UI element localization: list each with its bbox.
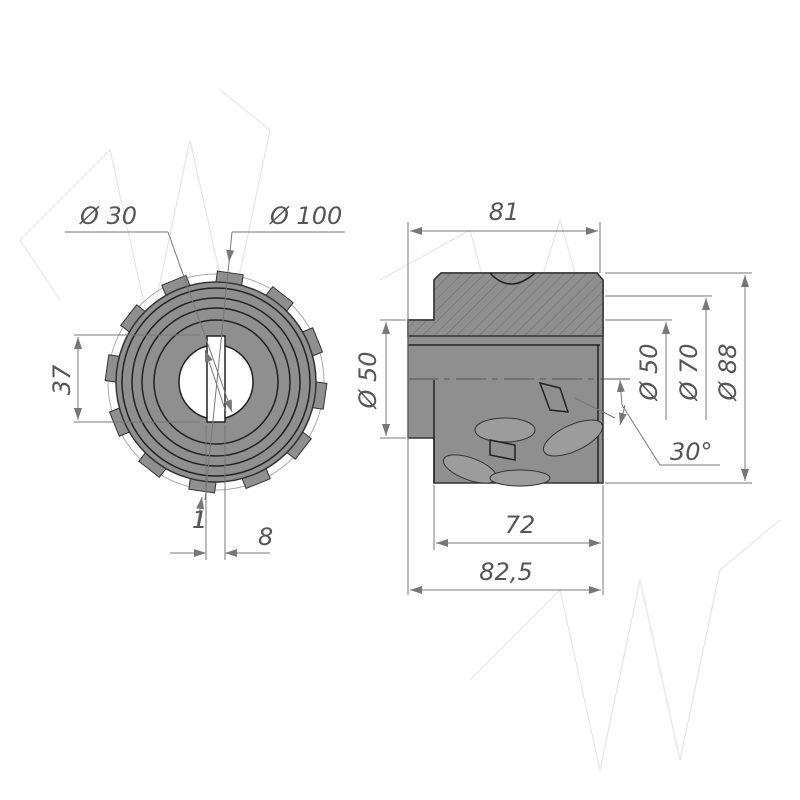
mid-diameter-label: Ø 70 xyxy=(675,343,703,401)
inner-diameter-label: Ø 50 xyxy=(635,343,663,401)
hub-diameter-label: Ø 50 xyxy=(354,351,382,409)
bore-diameter-label: Ø 30 xyxy=(79,202,137,230)
section-hatch xyxy=(407,272,604,337)
cutting-length-label: 72 xyxy=(505,511,536,539)
total-length-label: 82,5 xyxy=(479,558,532,586)
key-width-label: 8 xyxy=(258,523,273,551)
body-diameter-label: Ø 88 xyxy=(714,343,742,401)
front-view: Ø 30 Ø 100 37 1 8 xyxy=(48,202,345,560)
overall-length-label: 81 xyxy=(489,198,520,226)
key-height-label: 37 xyxy=(48,364,76,395)
outer-diameter-circle xyxy=(107,273,325,491)
tooth-offset-label: 1 xyxy=(192,506,207,534)
angle-label: 30° xyxy=(670,438,713,466)
side-view: 81 Ø 50 Ø 50 Ø 70 Ø 88 30° 72 82,5 xyxy=(354,198,752,595)
outer-diameter-label: Ø 100 xyxy=(269,202,342,230)
